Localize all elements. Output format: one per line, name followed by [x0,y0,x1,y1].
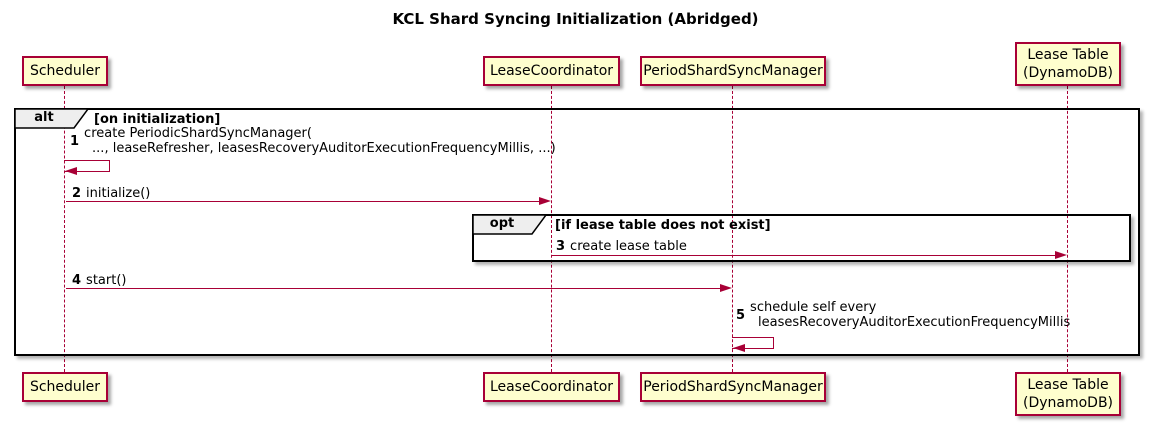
participant-sublabel: (DynamoDB) [1022,65,1114,81]
message-4-arrowhead [720,284,732,292]
alt-operator-tab: alt [14,108,90,129]
opt-operator-tab: opt [472,214,548,235]
message-number: 3 [556,239,566,254]
lifeline-scheduler [64,86,65,372]
opt-condition-label: [if lease table does not exist] [555,218,771,233]
message-4-arrow-line [66,288,721,289]
participant-lease-coordinator-bottom: LeaseCoordinator [483,372,620,402]
participant-scheduler-top: Scheduler [22,56,108,86]
message-text: start() [86,273,127,288]
participant-period-shard-sync-manager-top: PeriodShardSyncManager [640,56,826,86]
message-text-line2: leasesRecoveryAuditorExecutionFrequencyM… [758,315,1071,330]
participant-sublabel: (DynamoDB) [1022,395,1114,411]
message-2-arrow-line [66,201,540,202]
operator-tab-shape [14,108,90,129]
participant-label: Lease Table [1027,377,1109,393]
alt-operator-label: alt [34,110,54,125]
message-number: 5 [736,307,746,323]
message-5-label: 5 schedule self every leasesRecoveryAudi… [736,300,1070,330]
diagram-title: KCL Shard Syncing Initialization (Abridg… [392,10,759,28]
message-text: schedule self every leasesRecoveryAudito… [750,300,1070,330]
message-text: create lease table [570,239,687,254]
alt-frame: alt [on initialization] [14,108,1140,356]
participant-label: Scheduler [29,379,101,395]
participant-lease-table-bottom: Lease Table (DynamoDB) [1015,372,1121,416]
participant-period-shard-sync-manager-bottom: PeriodShardSyncManager [640,372,826,402]
message-4-label: 4 start() [72,273,126,288]
message-2-label: 2 initialize() [72,186,150,201]
message-5-self-arrow [732,337,774,349]
message-3-arrow-line [552,255,1056,256]
message-2-arrowhead [539,197,551,205]
message-number: 4 [72,273,82,288]
participant-scheduler-bottom: Scheduler [22,372,108,402]
message-3-label: 3 create lease table [556,239,687,254]
opt-operator-label: opt [489,216,515,231]
message-1-arrowhead [65,167,77,175]
lifeline-period-shard-sync-manager [732,86,733,372]
alt-condition-label: [on initialization] [94,112,221,127]
opt-frame: opt [if lease table does not exist] [472,214,1131,262]
participant-label: PeriodShardSyncManager [643,379,823,395]
message-text: create PeriodicShardSyncManager( ..., le… [84,126,556,156]
lifeline-lease-table [1067,86,1068,372]
participant-label: Lease Table [1027,47,1109,63]
message-3-arrowhead [1055,251,1067,259]
operator-tab-shape [472,214,548,235]
message-text-line2: ..., leaseRefresher, leasesRecoveryAudit… [92,141,556,156]
participant-label: LeaseCoordinator [489,379,614,395]
message-number: 1 [70,133,80,149]
participant-label: LeaseCoordinator [489,63,614,79]
message-text: initialize() [86,186,151,201]
message-5-arrowhead [733,344,745,352]
participant-label: PeriodShardSyncManager [643,63,823,79]
message-1-self-arrow [64,160,110,172]
message-1-label: 1 create PeriodicShardSyncManager( ..., … [70,126,556,156]
participant-lease-coordinator-top: LeaseCoordinator [483,56,620,86]
message-number: 2 [72,186,82,201]
message-text-line1: create PeriodicShardSyncManager( [84,126,312,141]
participant-label: Scheduler [29,63,101,79]
lifeline-lease-coordinator [551,86,552,372]
message-text-line1: schedule self every [750,300,877,315]
participant-lease-table-top: Lease Table (DynamoDB) [1015,42,1121,86]
